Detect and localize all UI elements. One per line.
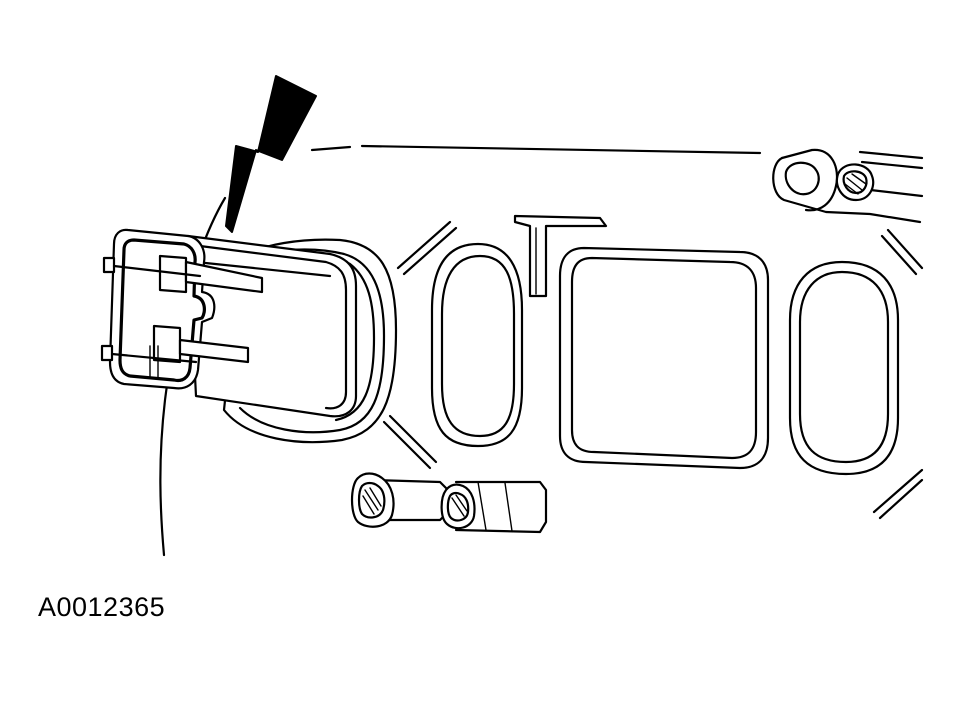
- intake-port-oval-2: [788, 260, 900, 476]
- intake-port-oval-1: [430, 242, 524, 448]
- electrical-connector[interactable]: [100, 228, 358, 418]
- callout-arrow-icon: [225, 75, 317, 233]
- manifold-ribs: [382, 220, 924, 520]
- t-bracket: [513, 214, 608, 298]
- intake-port-square: [558, 246, 770, 470]
- figure-id-label: A0012365: [38, 592, 166, 622]
- mounting-ear-left: [350, 472, 548, 534]
- mounting-ear-right: [772, 148, 924, 224]
